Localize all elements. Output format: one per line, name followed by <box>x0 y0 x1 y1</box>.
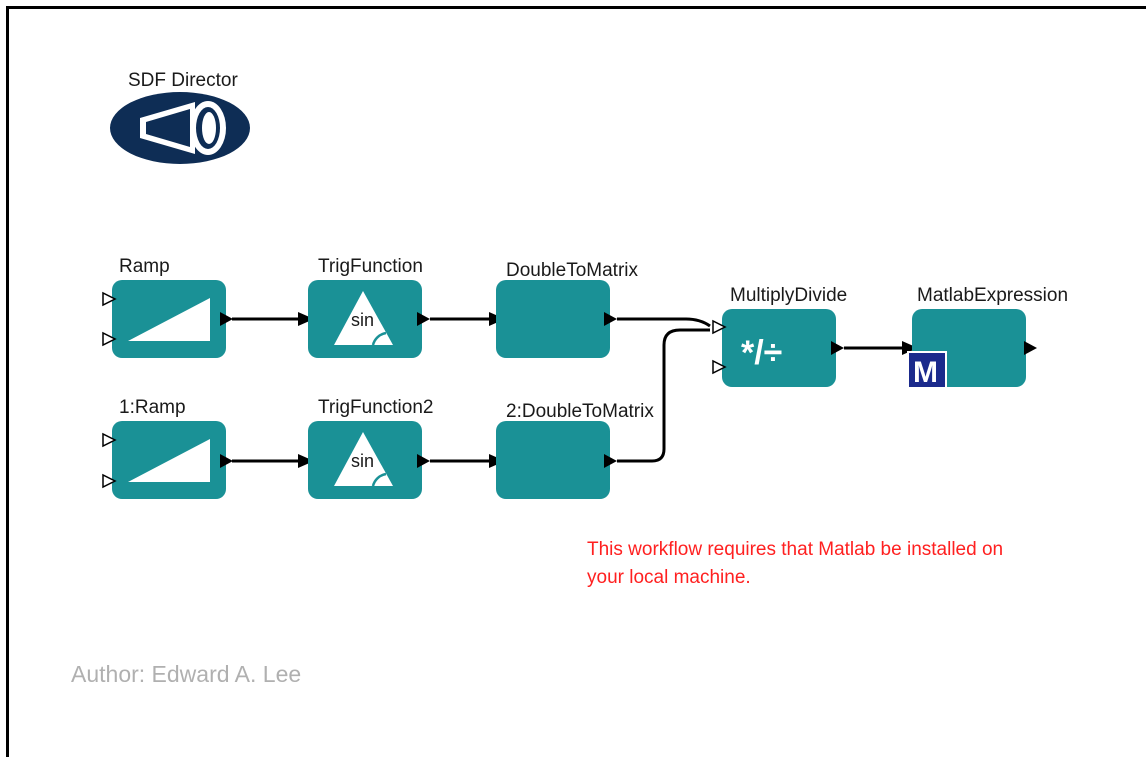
input-port[interactable] <box>712 319 727 335</box>
multiply-divide-icon: */÷ <box>741 334 782 372</box>
annotation-note: This workflow requires that Matlab be in… <box>587 536 1003 592</box>
actor-label-multiply-divide: MultiplyDivide <box>730 285 848 306</box>
annotation-line-1: This workflow requires that Matlab be in… <box>587 539 1004 560</box>
author-annotation: Author: Edward A. Lee <box>71 661 302 687</box>
ramp-icon <box>128 298 210 341</box>
sdf-director[interactable] <box>110 92 250 164</box>
triangle-angle-icon: sin <box>334 432 393 487</box>
actor-trig-function-2[interactable]: sin <box>308 421 430 499</box>
output-port[interactable] <box>1024 341 1037 355</box>
director-label: SDF Director <box>128 70 238 91</box>
connections <box>232 317 903 463</box>
actor-label-ramp-2: 1:Ramp <box>119 397 186 418</box>
output-port[interactable] <box>220 312 233 326</box>
output-port[interactable] <box>831 341 844 355</box>
output-port[interactable] <box>417 454 430 468</box>
actor-trig-function[interactable]: sin <box>308 280 430 358</box>
input-port[interactable] <box>102 331 117 347</box>
actor-ramp-2[interactable] <box>102 421 233 499</box>
input-port[interactable] <box>102 432 117 448</box>
actor-ramp[interactable] <box>102 280 233 358</box>
ramp-icon <box>128 439 210 482</box>
output-port[interactable] <box>604 454 617 468</box>
matlab-badge-icon: M <box>907 351 947 389</box>
output-port[interactable] <box>604 312 617 326</box>
actor-multiply-divide[interactable]: */÷ <box>712 309 844 387</box>
actor-matlab-expression[interactable]: M <box>907 309 1037 389</box>
megaphone-icon <box>140 101 226 155</box>
input-port[interactable] <box>102 291 117 307</box>
output-port[interactable] <box>417 312 430 326</box>
actor-label-trig-function-2: TrigFunction2 <box>318 397 434 418</box>
actor-label-double-to-matrix: DoubleToMatrix <box>506 260 638 281</box>
wire-d2m-multiply <box>617 317 711 328</box>
svg-text:M: M <box>913 356 938 389</box>
actor-label-matlab-expression: MatlabExpression <box>917 285 1069 306</box>
actor-double-to-matrix[interactable] <box>496 280 617 358</box>
input-port[interactable] <box>712 359 727 375</box>
actor-label-ramp: Ramp <box>119 256 170 277</box>
input-port[interactable] <box>102 473 117 489</box>
actor-label-trig-function: TrigFunction <box>318 256 423 277</box>
annotation-line-2: your local machine. <box>587 567 751 588</box>
actor-double-to-matrix-2[interactable] <box>496 421 617 499</box>
svg-text:sin: sin <box>351 451 374 471</box>
actor-label-double-to-matrix-2: 2:DoubleToMatrix <box>506 401 654 422</box>
triangle-angle-icon: sin <box>334 291 393 346</box>
svg-text:sin: sin <box>351 310 374 330</box>
wire-d2m2-multiply <box>617 328 710 463</box>
output-port[interactable] <box>220 454 233 468</box>
